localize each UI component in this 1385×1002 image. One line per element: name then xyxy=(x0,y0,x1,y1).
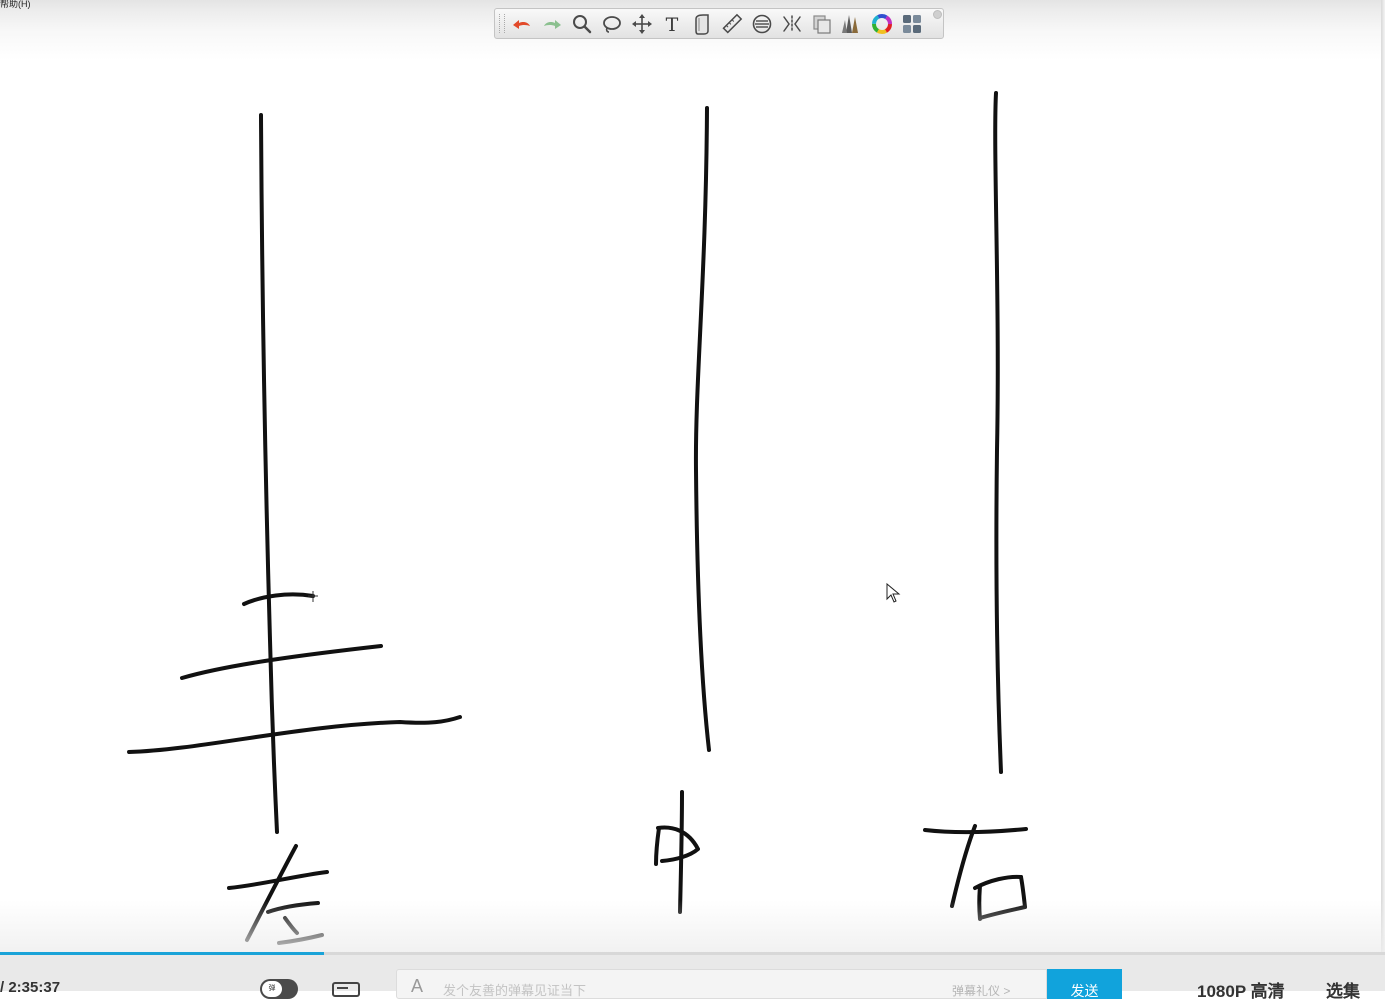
brushes-button[interactable] xyxy=(837,10,867,38)
canvas-strokes xyxy=(127,91,1028,945)
episodes-button[interactable]: 选集 xyxy=(1326,982,1360,1001)
video-progress-fill xyxy=(0,952,325,955)
panels-button[interactable] xyxy=(897,10,927,38)
undo-button[interactable] xyxy=(507,10,537,38)
right-edge-shadow xyxy=(1381,0,1385,955)
danmaku-toggle-knob: 弹 xyxy=(262,981,282,997)
left-vertical-stroke xyxy=(259,113,279,834)
danmaku-input[interactable] xyxy=(443,980,893,1000)
text-icon: T xyxy=(666,14,679,36)
svg-text:T: T xyxy=(666,14,679,36)
danmaku-settings-button[interactable] xyxy=(332,981,360,997)
layer-button[interactable] xyxy=(687,10,717,38)
toolbar-close-button[interactable] xyxy=(933,10,942,19)
text-tool-button[interactable]: T xyxy=(657,10,687,38)
symmetry-icon xyxy=(752,14,772,33)
lasso-icon xyxy=(603,15,621,33)
undo-icon xyxy=(513,19,530,29)
toolbar-grip[interactable] xyxy=(499,14,505,33)
color-wheel-button[interactable] xyxy=(867,10,897,38)
redo-button[interactable] xyxy=(537,10,567,38)
danmaku-style-icon[interactable]: A xyxy=(411,976,424,996)
zoom-button[interactable] xyxy=(567,10,597,38)
drawing-canvas[interactable] xyxy=(0,0,1385,955)
ruler-button[interactable] xyxy=(717,10,747,38)
short-branch-stroke xyxy=(242,592,315,606)
layer-icon xyxy=(695,13,709,35)
lasso-button[interactable] xyxy=(597,10,627,38)
brushes-icon xyxy=(842,14,858,33)
label-left-handwriting xyxy=(227,844,329,945)
move-button[interactable] xyxy=(627,10,657,38)
copy-layer-icon xyxy=(813,14,831,34)
symmetry-button[interactable] xyxy=(747,10,777,38)
menu-help[interactable]: 帮助(H) xyxy=(0,0,31,9)
danmaku-input-area: A 弹幕礼仪 > xyxy=(396,969,1047,1000)
middle-vertical-stroke xyxy=(693,106,711,752)
player-control-bar: / 2:35:37 弹 A 弹幕礼仪 > 发送 1080P 高清 选集 xyxy=(0,955,1385,1001)
perspective-icon xyxy=(783,14,801,33)
perspective-button[interactable] xyxy=(777,10,807,38)
quality-selector[interactable]: 1080P 高清 xyxy=(1197,982,1285,1001)
video-progress-bar[interactable] xyxy=(0,952,1385,955)
drawing-toolbar: T xyxy=(494,8,944,39)
label-middle-handwriting xyxy=(654,790,700,914)
ruler-icon xyxy=(722,13,743,34)
danmaku-etiquette-link[interactable]: 弹幕礼仪 > xyxy=(952,984,1011,998)
redo-icon xyxy=(544,19,561,29)
move-icon xyxy=(632,13,652,34)
brush-cursor-icon xyxy=(308,591,318,602)
long-branch-stroke xyxy=(127,715,462,754)
right-vertical-stroke xyxy=(993,91,1003,774)
copy-layer-button[interactable] xyxy=(807,10,837,38)
middle-branch-stroke xyxy=(180,644,383,680)
danmaku-toggle[interactable]: 弹 xyxy=(260,979,298,999)
zoom-icon xyxy=(573,14,592,33)
duration-text: / 2:35:37 xyxy=(0,979,61,996)
mouse-pointer-icon xyxy=(886,582,901,603)
label-right-handwriting xyxy=(923,824,1028,921)
color-wheel-icon xyxy=(872,13,892,34)
send-danmaku-button[interactable]: 发送 xyxy=(1047,969,1122,999)
danmaku-settings-icon xyxy=(332,982,360,997)
panels-icon xyxy=(903,14,921,33)
